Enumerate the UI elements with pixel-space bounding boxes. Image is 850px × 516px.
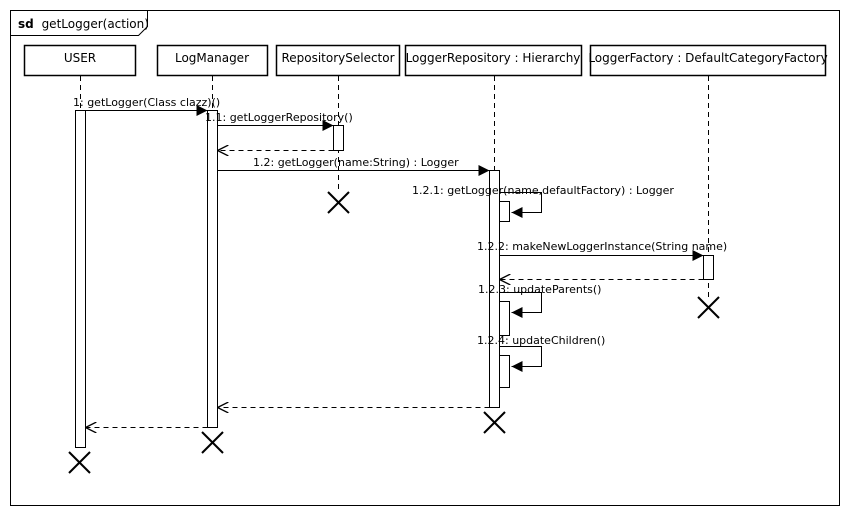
diagram-frame bbox=[10, 10, 840, 506]
activation-self-1-2-1 bbox=[499, 201, 510, 222]
message-arrow-1-2-4 bbox=[499, 346, 542, 372]
frame-title: sd getLogger(action) bbox=[18, 17, 149, 31]
message-label-1-1: 1.1: getLoggerRepository() bbox=[205, 111, 353, 124]
message-label-1-2-2: 1.2.2: makeNewLoggerInstance(String name… bbox=[477, 240, 727, 253]
destroy-icon-repositoryselector bbox=[327, 191, 350, 214]
activation-self-1-2-4 bbox=[499, 355, 510, 388]
message-label-1-2-1: 1.2.1: getLogger(name,defaultFactory) : … bbox=[412, 184, 674, 197]
destroy-icon-user bbox=[68, 451, 91, 474]
destroy-icon-loggerfactory bbox=[697, 296, 720, 319]
lifeline-label-logmanager: LogManager bbox=[175, 51, 249, 65]
lifeline-repositoryselector[interactable]: RepositorySelector bbox=[275, 44, 401, 77]
message-arrow-1-2-3 bbox=[499, 292, 542, 318]
lifeline-loggerfactory[interactable]: LoggerFactory : DefaultCategoryFactory bbox=[588, 44, 828, 77]
frame-keyword: sd bbox=[18, 17, 34, 31]
lifeline-label-repositoryselector: RepositorySelector bbox=[281, 51, 394, 65]
activation-self-1-2-3 bbox=[499, 301, 510, 336]
frame-name-tab bbox=[10, 10, 148, 36]
lifeline-label-user: USER bbox=[64, 51, 96, 65]
frame-name: getLogger(action) bbox=[42, 17, 149, 31]
activation-user bbox=[75, 110, 86, 448]
lifeline-user[interactable]: USER bbox=[23, 44, 137, 77]
activation-loggerfactory bbox=[703, 255, 714, 280]
activation-loggerrepository bbox=[489, 170, 500, 408]
message-label-1: 1: getLogger(Class clazz)() bbox=[73, 96, 220, 109]
activation-logmanager bbox=[207, 110, 218, 428]
lifeline-label-loggerfactory: LoggerFactory : DefaultCategoryFactory bbox=[588, 51, 827, 65]
destroy-icon-logmanager bbox=[201, 431, 224, 454]
message-arrow-1-2-1 bbox=[499, 192, 542, 218]
destroy-icon-loggerrepository bbox=[483, 411, 506, 434]
lifeline-label-loggerrepository: LoggerRepository : Hierarchy bbox=[406, 51, 581, 65]
message-label-1-2-4: 1.2.4: updateChildren() bbox=[477, 334, 605, 347]
lifeline-loggerrepository[interactable]: LoggerRepository : Hierarchy bbox=[404, 44, 583, 77]
message-label-1-2-3: 1.2.3: updateParents() bbox=[478, 283, 601, 296]
activation-repositoryselector bbox=[333, 125, 344, 151]
lifeline-logmanager[interactable]: LogManager bbox=[156, 44, 269, 77]
message-label-1-2: 1.2: getLogger(name:String) : Logger bbox=[253, 156, 459, 169]
